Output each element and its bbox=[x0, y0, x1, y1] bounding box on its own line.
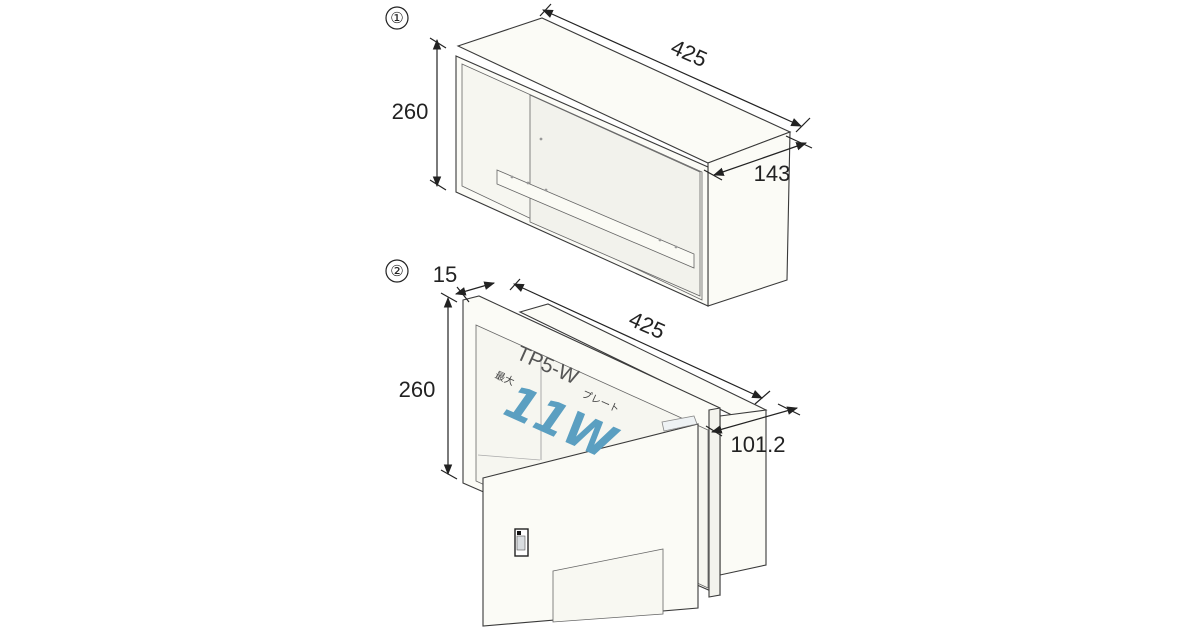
figure-2-frame-dimension: 15 bbox=[433, 262, 496, 303]
figure-2-depth-label: 101.2 bbox=[730, 432, 785, 457]
figure-1-open-box bbox=[455, 17, 792, 307]
figure-1-number: ① bbox=[390, 9, 403, 27]
figure-2-frame-label: 15 bbox=[433, 262, 457, 287]
figure-1-number-badge: ① bbox=[385, 6, 409, 30]
figure-2-height-label: 260 bbox=[399, 377, 436, 402]
figure-1-height-dimension: 260 bbox=[392, 37, 447, 191]
figure-2-box-with-door bbox=[462, 295, 768, 627]
figure-2-number-badge: ② bbox=[385, 259, 409, 283]
figure-2-height-dimension: 260 bbox=[399, 292, 458, 480]
figure-1-height-label: 260 bbox=[392, 99, 429, 124]
figure-1-depth-label: 143 bbox=[754, 161, 791, 186]
figure-2-number: ② bbox=[390, 262, 403, 280]
figure-1-width-label: 425 bbox=[667, 34, 711, 72]
figure-1-depth-dimension: 143 bbox=[703, 135, 813, 186]
figure-2-depth-dimension: 101.2 bbox=[705, 403, 801, 457]
